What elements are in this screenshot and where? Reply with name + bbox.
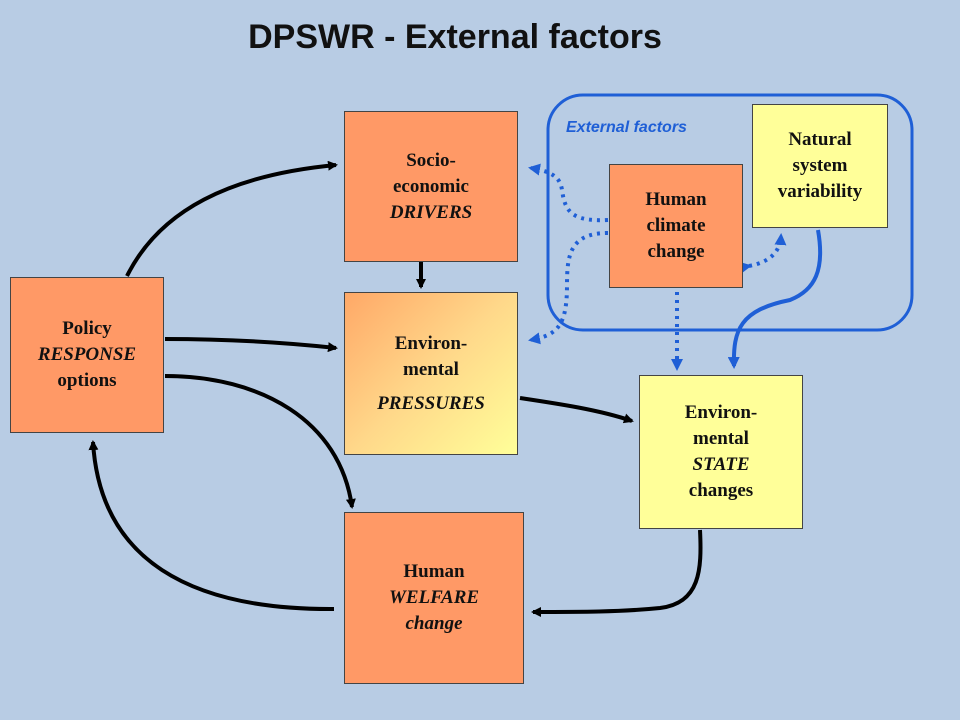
natural-line-3: variability: [777, 181, 863, 202]
welfare-box: Human WELFARE change: [344, 512, 524, 684]
state-line-1: Environ-: [684, 402, 758, 423]
arrow-state-to-welfare: [531, 529, 703, 617]
page-title: DPSWR - External factors: [248, 18, 662, 56]
natural-box: Natural system variability: [752, 104, 888, 228]
climate-line-2: climate: [646, 215, 706, 236]
climate-box: Human climate change: [609, 164, 743, 288]
arrow-natural-to-state: [727, 229, 823, 369]
natural-line-2: system: [792, 155, 848, 176]
arrow-climate-to-pressures: [528, 231, 609, 345]
pressures-box: Environ- mental PRESSURES: [344, 292, 518, 455]
arrow-climate-natural-link: [739, 233, 787, 274]
arrow-response-to-welfare: [164, 374, 356, 509]
climate-line-3: change: [647, 241, 705, 262]
drivers-box: Socio- economic DRIVERS: [344, 111, 518, 262]
welfare-line-3: change: [405, 613, 463, 634]
natural-line-1: Natural: [788, 129, 852, 150]
response-box: Policy RESPONSE options: [10, 277, 164, 433]
arrow-welfare-to-response: [88, 440, 335, 612]
arrow-response-to-pressures: [164, 337, 338, 353]
external-factors-frame: [546, 93, 914, 332]
climate-line-1: Human: [645, 189, 707, 210]
state-line-4: changes: [688, 480, 754, 501]
arrow-climate-to-drivers: [528, 163, 609, 223]
arrow-pressures-to-state: [519, 396, 634, 424]
state-box: Environ- mental STATE changes: [639, 375, 803, 529]
pressures-line-3: PRESSURES: [377, 392, 485, 414]
pressures-line-2: mental: [403, 358, 459, 380]
welfare-line-2: WELFARE: [388, 587, 480, 608]
arrow-response-to-drivers: [125, 160, 338, 277]
drivers-line-2: economic: [393, 175, 469, 197]
drivers-line-1: Socio-: [406, 149, 456, 171]
response-line-1: Policy: [62, 318, 112, 339]
welfare-line-1: Human: [403, 561, 465, 582]
state-line-3: STATE: [692, 454, 750, 475]
pressures-line-1: Environ-: [394, 332, 468, 354]
response-line-3: options: [57, 370, 117, 391]
drivers-line-3: DRIVERS: [389, 201, 473, 223]
response-line-2: RESPONSE: [37, 344, 137, 365]
external-factors-label: External factors: [566, 119, 687, 136]
state-line-2: mental: [693, 428, 749, 449]
